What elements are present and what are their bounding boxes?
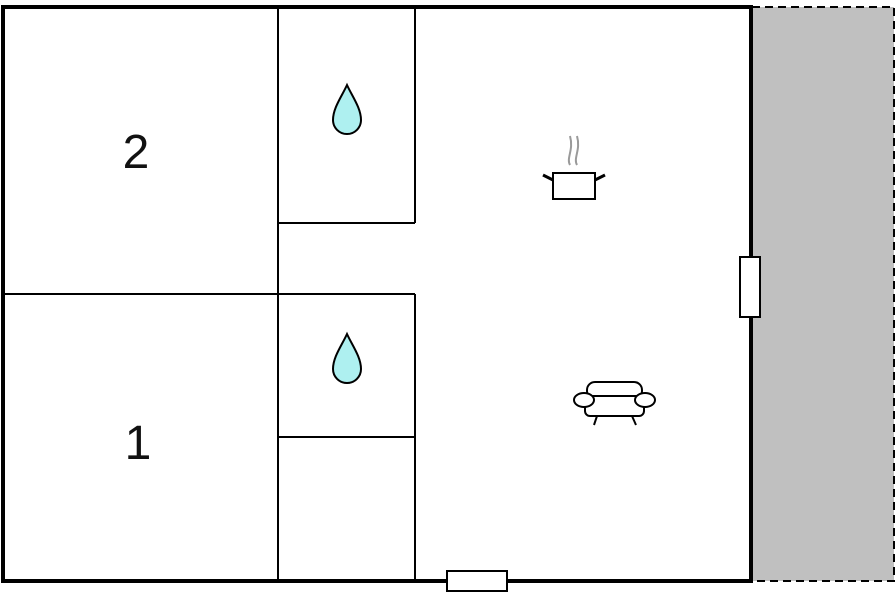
- room-label-1: 1: [125, 417, 152, 470]
- cooking-pot-icon: [542, 135, 606, 200]
- door-south: [446, 570, 508, 592]
- sofa-icon: [573, 381, 656, 426]
- interior-walls: [3, 7, 416, 581]
- window-east: [739, 256, 761, 318]
- water-drop-icon: [331, 331, 363, 384]
- room-label-2: 2: [123, 126, 150, 179]
- water-drop-icon: [331, 82, 363, 135]
- terrace-area: [751, 6, 895, 582]
